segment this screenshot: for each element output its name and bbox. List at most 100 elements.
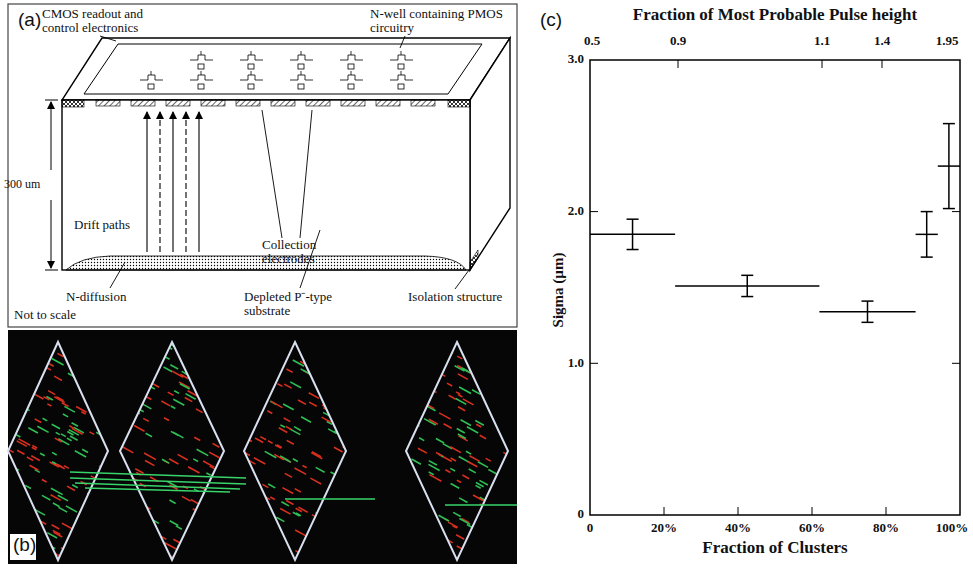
tick-label: 20% [651, 521, 677, 535]
hit-stroke [491, 557, 495, 559]
hit-stroke [212, 370, 217, 373]
hit-stroke [19, 501, 30, 507]
hit-stroke [42, 479, 47, 482]
tick-label: 0 [587, 521, 594, 535]
hit-stroke [461, 554, 466, 556]
error-cap [921, 211, 933, 213]
hit-stroke [451, 458, 456, 461]
hit-stroke [480, 435, 486, 438]
part-label: Collection electrodes [262, 238, 348, 267]
hit-stroke [334, 447, 343, 452]
hit-stroke [252, 406, 262, 412]
hit-stroke [24, 516, 33, 521]
hit-stroke [222, 422, 232, 427]
electrode [236, 100, 260, 106]
hit-stroke [20, 391, 28, 395]
hit-stroke [197, 449, 209, 455]
hit-stroke [143, 418, 149, 421]
hit-stroke [327, 371, 334, 375]
hit-stroke [430, 530, 435, 533]
error-cap [943, 208, 955, 210]
hit-stroke [149, 352, 159, 358]
hit-stroke [327, 522, 337, 528]
hit-stroke [472, 553, 479, 557]
hit-stroke [299, 347, 304, 350]
tick-mark [590, 211, 598, 212]
hit-stroke [267, 411, 272, 414]
hit-stroke [303, 466, 307, 468]
tick-label: 2.0 [568, 204, 584, 218]
hit-stroke [260, 380, 271, 386]
hit-stroke [429, 419, 438, 424]
hit-stroke [146, 433, 152, 437]
hit-stroke [164, 418, 169, 421]
hit-stroke [338, 532, 346, 537]
hit-stroke [265, 451, 277, 457]
hit-stroke [196, 377, 201, 380]
hit-stroke [286, 369, 292, 372]
hit-stroke [267, 515, 272, 518]
hit-stroke [70, 364, 75, 367]
error-cap [862, 300, 874, 302]
hit-stroke [466, 451, 471, 454]
hit-stroke [262, 514, 266, 516]
hit-stroke [121, 348, 128, 352]
hit-stroke [108, 343, 113, 346]
hit-stroke [209, 452, 219, 458]
hit-stroke [193, 459, 198, 462]
electrode [166, 100, 190, 106]
hit-stroke [305, 547, 310, 550]
hit-stroke [259, 349, 267, 353]
axis-title: Sigma (µm) [550, 253, 567, 328]
hit-stroke [480, 354, 492, 360]
error-cap [862, 322, 874, 324]
hit-stroke [419, 438, 424, 441]
hit-stroke [149, 545, 158, 550]
hit-stroke [487, 353, 493, 356]
error-bar [948, 124, 950, 209]
hit-stroke [132, 383, 139, 387]
hit-stroke [79, 345, 84, 348]
hit-stroke [187, 547, 192, 550]
tick-label: 1.1 [814, 34, 830, 48]
hit-stroke [75, 532, 81, 535]
hit-stroke [14, 373, 19, 376]
hit-stroke [432, 536, 442, 542]
hit-stroke [304, 350, 312, 355]
hit-stroke [411, 352, 419, 356]
hit-stroke [190, 545, 195, 548]
hit-stroke [422, 346, 432, 352]
hit-stroke [52, 462, 56, 464]
hit-stroke [260, 544, 272, 550]
hit-stroke [436, 453, 442, 457]
hit-stroke [178, 454, 188, 460]
hit-stroke [200, 503, 210, 508]
front-face [62, 100, 470, 270]
hit-stroke [436, 359, 445, 364]
hit-stroke [295, 530, 306, 536]
error-bar [747, 275, 749, 296]
hit-stroke [285, 473, 292, 477]
label-patch [10, 534, 36, 560]
hit-stroke [345, 482, 353, 486]
hit-stroke [197, 380, 207, 385]
hit-stroke [445, 470, 450, 473]
part-label: Depleted P⁻-type substrate [244, 290, 364, 319]
hit-stroke [247, 384, 258, 390]
electrode [306, 100, 330, 106]
hit-stroke [222, 443, 226, 445]
hit-stroke [222, 455, 229, 459]
hit-stroke [502, 411, 509, 415]
hit-stroke [321, 370, 327, 373]
hit-stroke [64, 406, 74, 412]
hit-stroke [162, 459, 169, 463]
hit-stroke [30, 465, 39, 470]
hit-stroke [475, 547, 480, 550]
hit-stroke [144, 453, 156, 460]
hit-stroke [339, 484, 349, 490]
hit-stroke [296, 508, 302, 511]
circuit-symbol [390, 71, 413, 80]
hit-stroke [88, 372, 93, 375]
hit-stroke [148, 551, 156, 555]
